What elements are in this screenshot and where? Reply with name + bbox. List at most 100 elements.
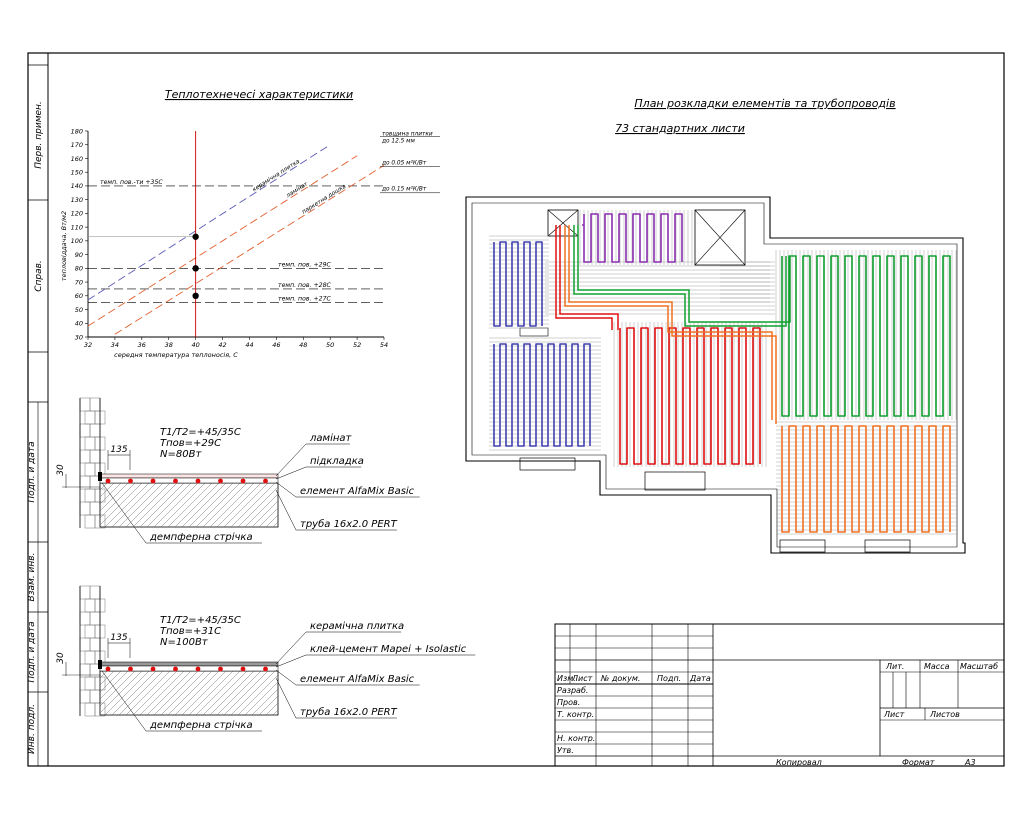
- side-label-inv: Инв. подл.: [27, 704, 37, 754]
- pipe-cross-section: [173, 478, 178, 484]
- section-param: N=100Вт: [160, 637, 209, 648]
- series-line: [87, 155, 358, 327]
- pipe-loop-green: [781, 255, 951, 417]
- supply-pipe: [577, 225, 791, 323]
- tb-copied: Копировал: [776, 758, 822, 767]
- tb-role-tkontr: Т. контр.: [557, 710, 594, 719]
- dim-height: 30: [56, 652, 66, 664]
- x-tick-label: 52: [353, 341, 361, 349]
- chart-title: Теплотехнечесі характеристики: [165, 88, 353, 101]
- supply-pipe: [568, 225, 777, 424]
- side-label-perv: Перв. примен.: [34, 101, 44, 169]
- sheet-frame: [27, 52, 1005, 767]
- x-tick-label: 54: [380, 341, 388, 349]
- pipe-cross-section: [150, 666, 156, 672]
- y-tick-label: 110: [71, 223, 83, 231]
- title-block: Изм. Лист № докум. Подп. Дата Разраб. Пр…: [554, 623, 1005, 767]
- pipe-loop-red: [619, 327, 761, 465]
- x-tick-label: 44: [245, 341, 253, 349]
- y-tick-label: 160: [71, 155, 83, 163]
- tb-role-nkontr: Н. контр.: [557, 734, 595, 743]
- pipe-loop-purple: [583, 213, 683, 263]
- section-param: T1/T2=+45/35C: [160, 615, 241, 626]
- y-tick-label: 60: [75, 292, 83, 300]
- tb-mass: Масса: [924, 662, 950, 671]
- x-tick-label: 48: [299, 341, 307, 349]
- plan-title: План розкладки елементів та трубопроводі…: [634, 97, 895, 110]
- supply-pipe: [559, 225, 619, 330]
- layer-label: елемент AlfaMix Basic: [300, 486, 415, 497]
- y-tick-label: 170: [71, 141, 83, 149]
- pipe-cross-section: [218, 478, 223, 484]
- y-tick-label: 100: [71, 237, 83, 245]
- floor-section-1: T1/T2=+45/35CTпов=+29CN=80Вт13530ламінат…: [56, 397, 420, 544]
- y-tick-label: 40: [75, 320, 83, 328]
- reference-label: темп. пов.-ти +35С: [100, 179, 163, 186]
- section-param: N=80Вт: [160, 449, 202, 460]
- pipe-cross-section: [263, 478, 268, 484]
- tb-header-podp: Подп.: [657, 674, 681, 683]
- layer-label: елемент AlfaMix Basic: [300, 674, 415, 685]
- damper-strip-label: демпферна стрічка: [149, 531, 253, 543]
- y-tick-label: 130: [71, 196, 83, 204]
- pipe-cross-section: [173, 666, 178, 672]
- section-param: Tпов=+29C: [160, 438, 221, 449]
- section-param: Tпов=+31C: [160, 626, 221, 637]
- plan-subtitle: 73 стандартних листи: [615, 122, 745, 135]
- panel-hatch: [776, 421, 958, 535]
- floor-plan: План розкладки елементів та трубопроводі…: [465, 97, 966, 554]
- x-tick-label: 46: [272, 341, 280, 349]
- pipe-cross-section: [218, 666, 223, 672]
- panel-hatch: [720, 261, 770, 303]
- tb-sheet: Лист: [883, 710, 905, 719]
- pipe-loop-orange: [781, 425, 951, 533]
- series-note: до 0.15 м²К/Вт: [381, 186, 427, 193]
- tb-role-prov: Пров.: [557, 698, 580, 707]
- pipe-loop-blue: [493, 241, 543, 327]
- floor-sections: T1/T2=+45/35CTпов=+29CN=80Вт13530ламінат…: [56, 397, 476, 732]
- reference-label: темп. пов. +27С: [278, 296, 332, 303]
- layer-label: ламінат: [309, 432, 353, 444]
- pipe-cross-section: [240, 478, 246, 484]
- pipe-cross-section: [240, 666, 246, 672]
- layer-label: підкладка: [310, 455, 364, 467]
- layer-label: клей-цемент Mapei + Isolastic: [310, 644, 467, 655]
- y-tick-label: 120: [71, 210, 83, 218]
- side-label-vzam: Взам. инв.: [27, 553, 37, 602]
- y-tick-label: 150: [71, 169, 83, 177]
- pipe-cross-section: [105, 666, 111, 672]
- series-note: до 0.05 м²К/Вт: [381, 160, 427, 167]
- series-label: паркетна дошка: [301, 183, 347, 215]
- tb-header-list: Лист: [571, 674, 593, 683]
- y-tick-label: 70: [75, 278, 83, 286]
- y-tick-label: 30: [75, 333, 83, 341]
- pipe-cross-section: [128, 666, 133, 672]
- x-tick-label: 34: [111, 341, 119, 349]
- dim-spacing: 135: [110, 445, 127, 455]
- tb-header-izm: Изм.: [557, 674, 576, 683]
- pipe-cross-section: [128, 478, 133, 484]
- y-tick-label: 180: [71, 127, 83, 135]
- y-tick-label: 50: [75, 306, 83, 314]
- supply-pipe: [555, 225, 613, 330]
- pipe-cross-section: [263, 666, 268, 672]
- x-tick-label: 40: [191, 341, 199, 349]
- x-tick-label: 36: [138, 341, 146, 349]
- pipe-cross-section: [105, 478, 111, 484]
- side-label-podp-1: Подп. и дата: [27, 441, 37, 502]
- layer-label: труба 16х2.0 PERT: [300, 518, 398, 530]
- y-axis-label: тепловіддача, Вт/м2: [60, 211, 68, 281]
- x-axis-label: середня температура теплоносія, С: [114, 351, 238, 359]
- pipe-loop-blue-2: [493, 343, 591, 447]
- tb-header-doc: № докум.: [600, 674, 640, 683]
- tb-role-razrab: Разраб.: [557, 686, 588, 695]
- side-label-podp-2: Подп. и дата: [27, 621, 37, 682]
- y-tick-label: 140: [71, 182, 83, 190]
- section-param: T1/T2=+45/35C: [160, 427, 241, 438]
- x-tick-label: 42: [218, 341, 226, 349]
- tb-format: Формат: [902, 758, 935, 767]
- dim-spacing: 135: [110, 633, 127, 643]
- tb-header-date: Дата: [689, 674, 711, 683]
- supply-pipe: [564, 225, 773, 420]
